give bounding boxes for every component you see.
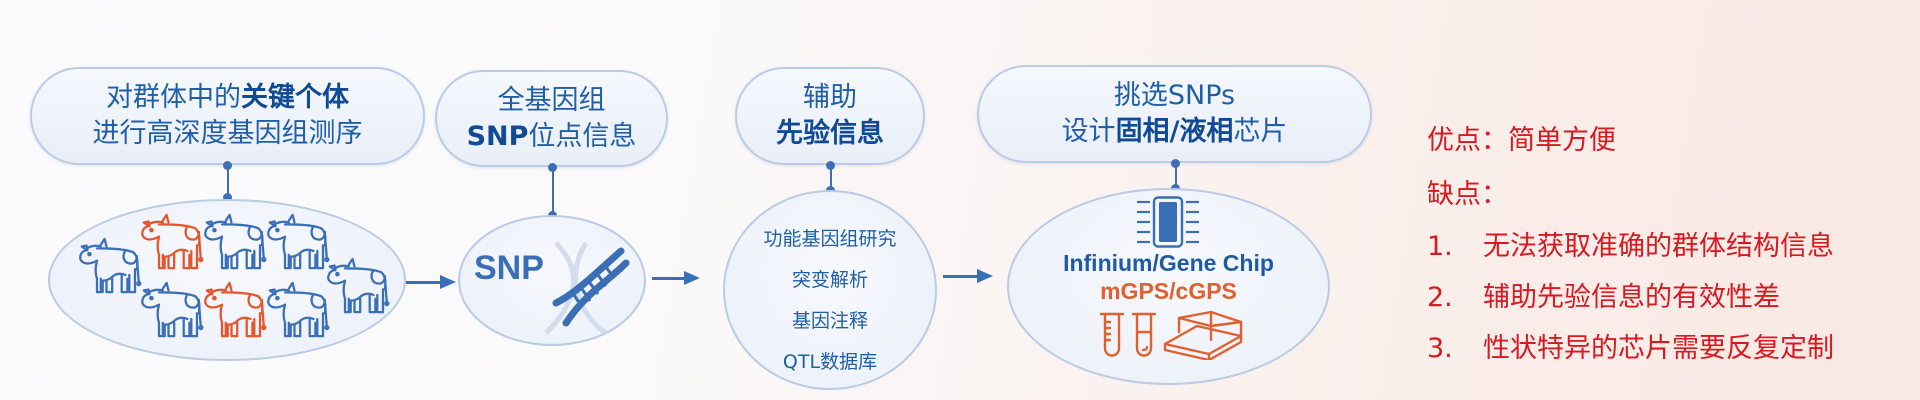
- pros-text: 简单方便: [1508, 125, 1616, 156]
- gps-platform-label: mGPS/cGPS: [1100, 278, 1237, 304]
- prior-info-item: 基因注释: [791, 310, 868, 332]
- step3-label-line1: 辅助: [803, 80, 857, 116]
- cow-icon: [79, 237, 142, 294]
- step4-label-pill: 挑选SNPs 设计固相/液相芯片: [977, 65, 1372, 163]
- step4-text-slash: /: [1169, 116, 1180, 147]
- cattle-herd-graphic: [79, 213, 390, 338]
- cons-item-text: 无法获取准确的群体结构信息: [1483, 231, 1834, 262]
- step3-prior-info-circle: 功能基因组研究 突变解析 基因注释 QTL数据库: [723, 190, 937, 390]
- step2-connector-line: [552, 167, 554, 215]
- cow-icon-highlighted: [204, 281, 267, 338]
- step3-text-prior-info: 先验信息: [776, 118, 884, 149]
- step4-text-solid: 固相: [1115, 116, 1170, 147]
- cow-icon: [204, 213, 267, 270]
- step1-label-pill: 对群体中的关键个体 进行高深度基因组测序: [30, 67, 425, 165]
- prior-info-item: 功能基因组研究: [763, 228, 897, 250]
- cons-item: 1. 无法获取准确的群体结构信息: [1427, 224, 1834, 263]
- step4-text-a: 挑选SNPs: [1113, 80, 1236, 111]
- pros-label: 优点：: [1427, 125, 1508, 156]
- step4-chip-ellipse: Infinium/Gene Chip mGPS/cGPS: [1007, 188, 1330, 385]
- cons-item: 2. 辅助先验信息的有效性差: [1427, 275, 1780, 314]
- step1-label-line2: 进行高深度基因组测序: [93, 116, 363, 152]
- cow-icon: [267, 281, 330, 338]
- prior-info-item: 突变解析: [791, 269, 868, 291]
- cons-item-number: 2.: [1427, 282, 1453, 313]
- cons-item-text: 辅助先验信息的有效性差: [1483, 282, 1780, 313]
- step2-snp-ellipse: SNP: [458, 215, 646, 346]
- step1-connector-dot-bottom: [223, 193, 232, 202]
- microchip-icon: [1137, 196, 1199, 248]
- cons-label: 缺点：: [1427, 179, 1508, 210]
- prior-info-item: QTL数据库: [782, 351, 878, 373]
- dna-helix-icon: [544, 241, 630, 336]
- step2-text-b: 位点信息: [528, 120, 637, 152]
- arrow-step1-to-step2: [406, 275, 456, 289]
- cow-icon-highlighted: [141, 213, 204, 270]
- step4-text-chip: 芯片: [1233, 116, 1288, 147]
- step4-label-line2: 设计固相/液相芯片: [1062, 114, 1288, 150]
- step1-text-key-individual: 关键个体: [241, 82, 349, 113]
- step3-label-line2: 先验信息: [776, 116, 884, 152]
- step3-label-pill: 辅助 先验信息: [735, 67, 925, 165]
- step2-text-snp: SNP: [466, 120, 529, 152]
- step1-label-line1: 对群体中的关键个体: [106, 80, 349, 116]
- cow-icon: [267, 213, 330, 270]
- step1-herd-ellipse: [48, 199, 406, 361]
- cow-icon: [141, 281, 204, 338]
- cons-item-text: 性状特异的芯片需要反复定制: [1483, 333, 1834, 364]
- arrow-step2-to-step3: [652, 271, 702, 285]
- step4-text-liquid: 液相: [1179, 116, 1234, 147]
- step3-text-a: 辅助: [803, 82, 857, 113]
- chip-platform-label: Infinium/Gene Chip: [1063, 250, 1274, 276]
- step1-text-a: 对群体中的: [106, 82, 241, 113]
- arrow-step3-to-step4: [943, 269, 995, 283]
- pros-row: 优点：简单方便: [1427, 118, 1616, 157]
- snp-graphic-text: SNP: [474, 249, 544, 287]
- cons-item-number: 3.: [1427, 333, 1453, 364]
- cons-row: 缺点：: [1427, 172, 1508, 211]
- cons-item: 3. 性状特异的芯片需要反复定制: [1427, 326, 1834, 365]
- cow-icon: [327, 257, 390, 314]
- step4-connector-line: [1175, 163, 1177, 188]
- step1-connector-line: [227, 165, 229, 197]
- step4-text-design: 设计: [1061, 116, 1116, 147]
- step4-label-line1: 挑选SNPs: [1114, 78, 1235, 114]
- step2-label-pill: 全基因组 SNP位点信息: [435, 70, 668, 167]
- step3-connector-line: [830, 165, 832, 190]
- step1-text-b: 进行高深度基因组测序: [92, 118, 363, 149]
- cons-item-number: 1.: [1427, 231, 1453, 262]
- step2-label-line2: SNP位点信息: [467, 119, 637, 155]
- step2-label-line1: 全基因组: [498, 83, 606, 119]
- step2-text-a: 全基因组: [497, 84, 606, 116]
- lab-tubes-and-tray-icon: [1099, 310, 1243, 360]
